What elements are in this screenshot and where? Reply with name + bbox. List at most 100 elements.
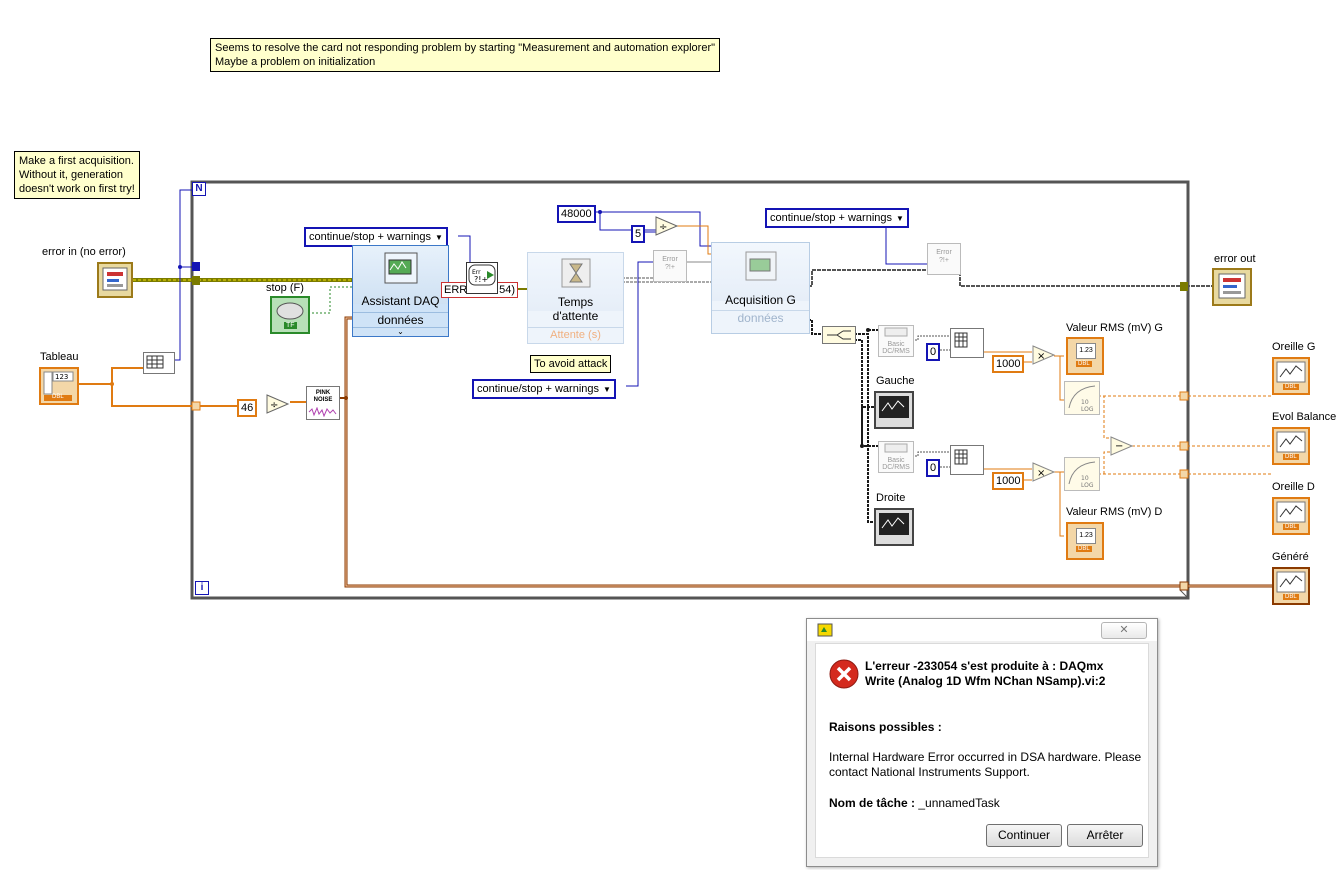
multiply-icon-d[interactable]: × xyxy=(1032,462,1056,482)
dialog-body: L'erreur -233054 s'est produite à : DAQm… xyxy=(815,643,1149,858)
dialog-titlebar[interactable]: ✕ xyxy=(807,619,1157,641)
comment-avoid-attack[interactable]: To avoid attack xyxy=(530,355,612,373)
wait-express-vi[interactable]: Temps d'attente Attente (s) xyxy=(527,252,624,344)
waveform-graph-icon xyxy=(879,513,909,535)
svg-text:LOG: LOG xyxy=(1081,406,1094,413)
svg-text:LOG: LOG xyxy=(1081,482,1094,489)
tableau-terminal[interactable]: 123 DBL xyxy=(39,367,79,405)
constant-0-d[interactable]: 0 xyxy=(926,459,941,477)
expand-chevron-icon[interactable]: ⌄ xyxy=(353,327,448,336)
wire-stop[interactable] xyxy=(308,286,355,314)
svg-text:123: 123 xyxy=(55,373,68,381)
evol-balance-label: Evol Balance xyxy=(1272,411,1337,423)
oreille-g-label: Oreille G xyxy=(1272,341,1316,353)
loop-tunnel-tableau[interactable] xyxy=(191,401,201,411)
droite-graph-terminal[interactable] xyxy=(874,508,914,546)
constant-1000-d[interactable]: 1000 xyxy=(992,472,1025,490)
stop-button-icon xyxy=(276,302,304,320)
loop-tunnel-error-in[interactable] xyxy=(192,276,200,285)
error-action-ring-2[interactable]: continue/stop + warnings▼ xyxy=(472,379,616,399)
constant-0-g[interactable]: 0 xyxy=(926,343,941,361)
acquisition-data-row[interactable]: données xyxy=(712,310,809,325)
oreille-d-label: Oreille D xyxy=(1272,481,1315,493)
divide-icon-2[interactable]: ÷ xyxy=(655,216,679,236)
table-grid-icon xyxy=(146,355,164,369)
constant-5[interactable]: 5 xyxy=(631,225,646,243)
genere-chart-terminal[interactable]: DBL xyxy=(1272,567,1310,605)
tableau-label: Tableau xyxy=(40,351,79,363)
stop-button[interactable]: Arrêter xyxy=(1067,824,1143,847)
loop-tunnel-error-out[interactable] xyxy=(1180,282,1188,291)
chart-icon xyxy=(1276,571,1306,593)
multiply-icon-g[interactable]: × xyxy=(1032,345,1056,365)
stop-label: stop (F) xyxy=(266,282,304,294)
gauche-graph-terminal[interactable] xyxy=(874,391,914,429)
svg-text:−: − xyxy=(1115,441,1123,452)
comment-first-acquisition[interactable]: Make a first acquisition. Without it, ge… xyxy=(14,151,140,199)
constant-48000[interactable]: 48000 xyxy=(557,205,596,223)
for-loop-frame[interactable] xyxy=(190,180,1190,600)
divide-icon[interactable]: ÷ xyxy=(266,394,290,414)
pink-noise-node[interactable]: PINK NOISE xyxy=(306,386,340,420)
evol-balance-chart-terminal[interactable]: DBL xyxy=(1272,427,1310,465)
index-array-icon xyxy=(954,332,968,348)
subtract-icon[interactable]: − xyxy=(1110,436,1134,456)
loop-iteration-terminal[interactable]: i xyxy=(195,581,209,595)
chart-icon xyxy=(1276,361,1306,383)
error-dialog[interactable]: ✕ L'erreur -233054 s'est produite à : DA… xyxy=(806,618,1158,867)
signal-split-node[interactable] xyxy=(822,326,856,344)
error-action-ring-3[interactable]: continue/stop + warnings▼ xyxy=(765,208,909,228)
wire-error-out[interactable] xyxy=(808,269,1212,287)
rms-g-label: Valeur RMS (mV) G xyxy=(1066,322,1163,334)
stop-terminal[interactable]: TF xyxy=(270,296,310,334)
dropdown-arrow-icon: ▼ xyxy=(435,233,443,242)
continue-button[interactable]: Continuer xyxy=(986,824,1062,847)
assistant-daq-express-vi[interactable]: Assistant DAQ données ⌄ xyxy=(352,245,449,337)
rms-g-indicator[interactable]: 1.23 DBL xyxy=(1066,337,1104,375)
wire-count[interactable] xyxy=(179,189,193,267)
rms-d-indicator[interactable]: 1.23 DBL xyxy=(1066,522,1104,560)
task-name: Nom de tâche : _unnamedTask xyxy=(829,796,1000,810)
loop-resize-handle[interactable] xyxy=(1179,589,1189,599)
dialog-close-button[interactable]: ✕ xyxy=(1101,622,1147,639)
assistant-daq-title: Assistant DAQ xyxy=(361,294,440,308)
dropdown-arrow-icon: ▼ xyxy=(896,214,904,223)
error-in-terminal[interactable] xyxy=(97,262,133,298)
svg-text:10: 10 xyxy=(1081,475,1089,482)
index-array-icon xyxy=(954,449,968,465)
oreille-g-chart-terminal[interactable]: DBL xyxy=(1272,357,1310,395)
error-handler-ghost-2[interactable]: Error ?!+ xyxy=(927,243,961,275)
hourglass-icon xyxy=(561,258,591,288)
loop-tunnel-count[interactable] xyxy=(192,262,200,271)
array-numeric-icon: 123 xyxy=(43,371,74,401)
oreille-d-chart-terminal[interactable]: DBL xyxy=(1272,497,1310,535)
wire-tableau[interactable] xyxy=(76,367,240,407)
comment-top[interactable]: Seems to resolve the card not responding… xyxy=(210,38,721,72)
index-array-node-g[interactable] xyxy=(950,328,984,358)
wait-title: Temps d'attente xyxy=(552,295,599,323)
dc-rms-node-g[interactable]: Basic DC/RMS xyxy=(878,325,914,357)
constant-46[interactable]: 46 xyxy=(237,399,258,417)
error-handler-node[interactable]: Err?!+ xyxy=(466,262,498,294)
error-message: L'erreur -233054 s'est produite à : DAQm… xyxy=(865,659,1106,688)
error-out-terminal[interactable] xyxy=(1212,268,1252,306)
dc-rms-node-d[interactable]: Basic DC/RMS xyxy=(878,441,914,473)
constant-1000-g[interactable]: 1000 xyxy=(992,355,1025,373)
error-out-label: error out xyxy=(1214,253,1256,265)
error-handler-ghost-1[interactable]: Error ?!+ xyxy=(653,250,687,282)
daq-acquisition-icon xyxy=(745,251,777,281)
build-array-node[interactable] xyxy=(143,352,175,374)
assistant-daq-data-row[interactable]: données xyxy=(353,312,448,327)
noise-icon xyxy=(308,407,337,417)
acquisition-express-vi[interactable]: Acquisition G données xyxy=(711,242,810,334)
split-icon xyxy=(827,330,851,340)
error-icon xyxy=(829,659,859,689)
wait-time-row[interactable]: Attente (s) xyxy=(528,327,623,342)
loop-count-terminal[interactable]: N xyxy=(192,182,206,196)
index-array-node-d[interactable] xyxy=(950,445,984,475)
error-action-ring-1[interactable]: continue/stop + warnings▼ xyxy=(304,227,448,247)
